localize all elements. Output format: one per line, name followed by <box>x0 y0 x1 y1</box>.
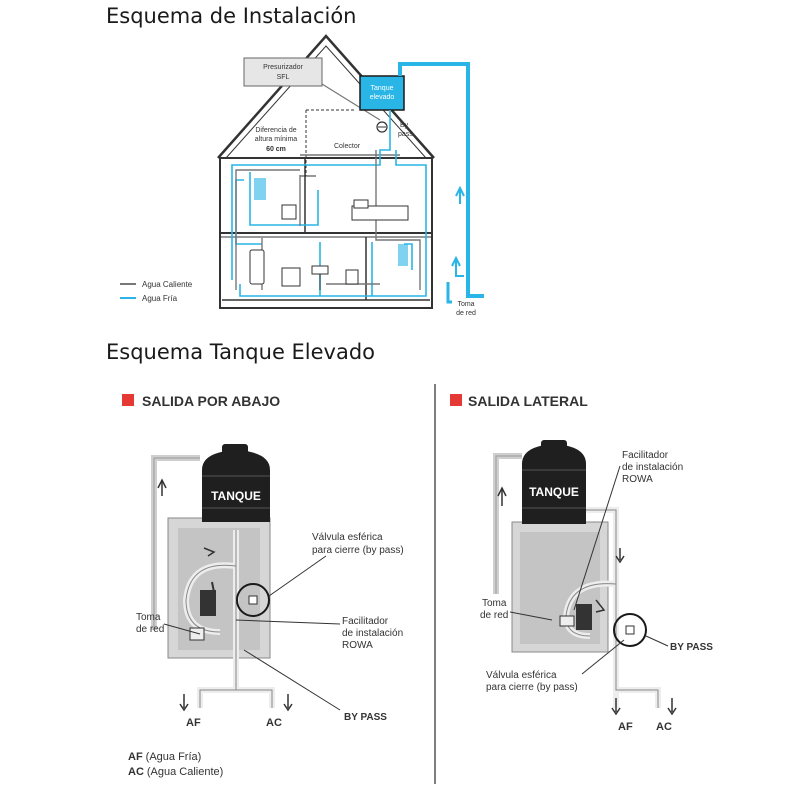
legend-cold: Agua Fría <box>142 294 178 303</box>
right-af-arrow <box>611 707 621 716</box>
left-heading-marker <box>122 394 134 406</box>
right-pump <box>576 604 592 630</box>
left-facilitator-3: ROWA <box>342 640 373 651</box>
legend-af-code: AF <box>128 751 143 763</box>
legend-ac-text: (Agua Caliente) <box>147 766 223 778</box>
house-roof-inner <box>225 45 427 159</box>
pressurizer-box <box>243 57 323 87</box>
legend-ac: AC(Agua Caliente) <box>128 766 223 778</box>
left-supply-1: Toma <box>136 612 161 623</box>
pressurizer-label-1: Presurizador <box>263 64 303 71</box>
tank-diagrams: SALIDA POR ABAJO TANQUE Válvula esférica… <box>122 384 713 784</box>
tank-label-1: Tanque <box>371 85 394 92</box>
height-diff-2: altura mínima <box>255 136 298 143</box>
left-af-label: AF <box>186 717 201 729</box>
left-facilitator-2: de instalación <box>342 628 403 639</box>
water-heater <box>249 249 265 285</box>
installation-title: Esquema de Instalación <box>106 4 357 28</box>
right-ac-arrow <box>667 707 677 716</box>
left-tank <box>202 450 270 522</box>
installation-diagram: Presurizador SFL Tanque elevado By pass … <box>120 34 484 317</box>
right-bypass-label: BY PASS <box>670 642 713 653</box>
house-supply-2: de red <box>456 310 476 317</box>
left-facilitator-1: Facilitador <box>342 616 389 627</box>
left-ac-label: AC <box>266 717 282 729</box>
sink <box>311 265 329 275</box>
left-heading: SALIDA POR ABAJO <box>142 393 280 409</box>
tank-label-2: elevado <box>370 94 395 101</box>
left-valve-label-2: para cierre (by pass) <box>312 545 404 556</box>
right-tank <box>522 444 586 524</box>
toilet-upper <box>281 204 297 220</box>
elevated-tank <box>359 75 405 111</box>
right-valve-label-2: para cierre (by pass) <box>486 682 578 693</box>
right-heading-marker <box>450 394 462 406</box>
right-supply-2: de red <box>480 610 508 621</box>
right-af-label: AF <box>618 721 633 733</box>
legend-ac-code: AC <box>128 766 144 778</box>
left-valve-label-1: Válvula esférica <box>312 532 383 543</box>
right-facilitator-1: Facilitador <box>622 450 669 461</box>
bypass-label-1: By <box>400 122 409 129</box>
right-heading: SALIDA LATERAL <box>468 393 588 409</box>
right-valve-label-1: Válvula esférica <box>486 670 557 681</box>
right-supply-1: Toma <box>482 598 507 609</box>
legend-af: AF(Agua Fría) <box>128 751 201 763</box>
elevated-title: Esquema Tanque Elevado <box>106 340 376 364</box>
left-ac-arrow <box>283 703 293 712</box>
supply-pipe <box>398 62 484 298</box>
height-diff-3: 60 cm <box>266 146 286 153</box>
right-tank-label: TANQUE <box>529 485 579 499</box>
legend-hot: Agua Caliente <box>142 280 193 289</box>
house-roof <box>217 34 435 159</box>
house-supply-1: Toma <box>457 301 474 308</box>
toilet-lower <box>345 269 359 285</box>
collector-label: Colector <box>334 143 361 150</box>
height-diff-1: Diferencia de <box>255 127 296 134</box>
pressurizer-label-2: SFL <box>277 74 290 81</box>
left-tank-label: TANQUE <box>211 489 261 503</box>
left-pump <box>200 590 216 616</box>
left-bypass-label: BY PASS <box>344 712 387 723</box>
legend-af-text: (Agua Fría) <box>146 751 202 763</box>
right-facilitator-2: de instalación <box>622 462 683 473</box>
bed <box>351 205 409 221</box>
bypass-label-2: pass <box>398 131 413 138</box>
left-valve-circle <box>236 583 270 617</box>
shower-upper <box>254 178 266 200</box>
stove <box>281 267 301 287</box>
shower-lower <box>398 244 408 266</box>
right-facilitator-3: ROWA <box>622 474 653 485</box>
left-supply-2: de red <box>136 624 164 635</box>
right-ac-label: AC <box>656 721 672 733</box>
left-af-arrow <box>179 703 189 712</box>
right-valve-circle <box>613 613 647 647</box>
